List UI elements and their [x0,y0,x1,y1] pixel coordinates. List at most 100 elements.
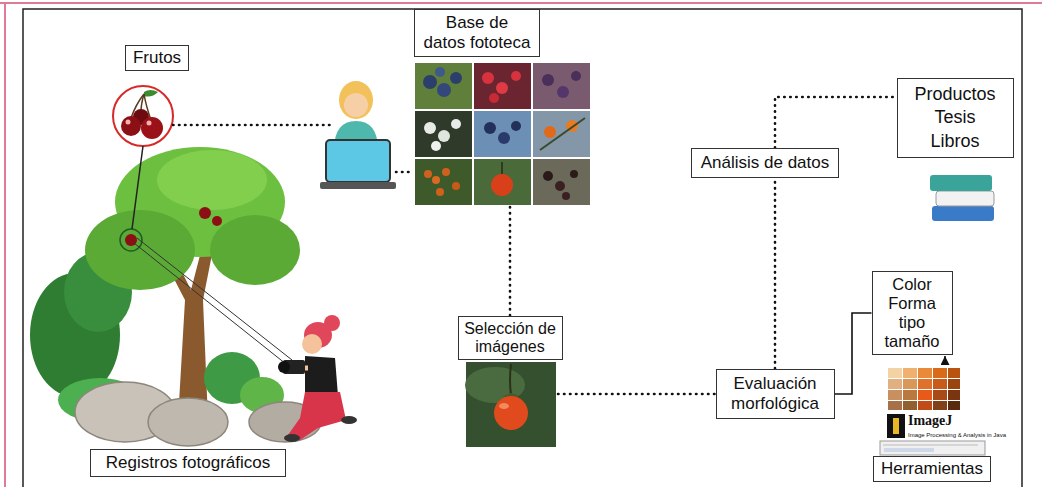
photo-grid-part [562,192,570,200]
color-palette-part [948,401,960,410]
node-text: Selección de imágenes [464,320,557,357]
photo-grid-part [415,159,472,205]
color-palette-part [933,390,947,400]
color-palette-part [918,390,932,400]
selected-photo-part [466,362,556,447]
imagej-icon-part [893,418,899,434]
photo-grid-part [431,141,441,151]
photo-grid-part [533,111,590,157]
tree-scene-part [212,216,222,226]
color-palette-part [933,368,947,378]
laptop-user [320,81,396,189]
software-screenshot-part [884,448,934,452]
selected-photo-part [494,396,528,430]
connector [775,97,897,148]
node-text: Herramientas [880,459,984,479]
frame-part [0,2,1042,4]
selected-photo [465,362,556,447]
color-palette-part [903,368,917,378]
color-palette-part [918,368,932,378]
frame-part [4,3,6,487]
color-palette-part [903,390,917,400]
logo-text: ImageJ [908,413,952,428]
process-box: Herramientas [873,456,991,482]
photo-grid-part [571,71,581,81]
photo-grid-part [496,82,508,94]
photo-grid-part [437,83,451,97]
color-palette-part [888,379,902,389]
photo-grid-part [474,159,531,205]
photo-grid-part [450,72,462,84]
photo-grid-part [543,171,553,181]
cherry-icon-part [141,117,163,139]
photo-grid [415,63,590,205]
photo-grid-part [415,111,472,157]
process-box: Análisis de datos [691,148,839,178]
tree-scene-part [134,243,286,364]
photo-grid-part [442,168,450,176]
tree-scene-part [120,229,142,251]
color-palette-part [948,390,960,400]
photographer-figure-part [341,416,357,424]
process-box: Selección de imágenes [458,316,563,361]
photo-grid-part [415,63,472,109]
selected-photo-part [510,364,511,395]
color-palette-part [948,368,960,378]
process-box: Base de datos fototeca [414,9,540,58]
tree-scene-part [210,215,300,285]
photographer-figure [278,315,357,442]
color-palette-part [918,401,932,410]
photo-grid-part [501,162,503,174]
photo-grid-part [555,181,565,191]
photo-grid-part [511,71,521,81]
photographer-figure-part [305,356,338,396]
color-palette [888,368,960,410]
books-icon-part [930,175,992,191]
photo-grid-part [436,188,444,196]
connector [509,207,512,316]
books-icon-part [936,191,994,206]
cherry-icon-part [147,121,152,126]
laptop-user-part [344,93,368,117]
frame-part [23,9,1022,487]
color-palette-part [888,368,902,378]
cherry-icon-part [113,86,173,146]
photographer-figure-part [284,434,300,442]
laptop-user-part [339,81,373,119]
connector [835,313,872,394]
color-palette-part [933,401,947,410]
photo-grid-part [491,174,513,196]
connector [944,356,946,364]
photo-grid-part [482,72,494,84]
color-palette-part [888,401,902,410]
photo-grid-part [570,170,578,178]
process-box: Registros fotográficos [90,449,286,477]
photo-grid-part [498,132,510,144]
color-palette-part [948,379,960,389]
node-text: Evaluación morfológica [731,374,820,415]
tree-scene-part [132,146,143,229]
photo-grid-part [484,122,496,134]
photographer-figure-part [278,361,290,373]
tree-scene [30,146,321,446]
cherry-icon-part [121,116,141,136]
tree-scene-part [199,207,211,219]
cherry-icon [113,86,173,146]
photo-grid-part [533,63,590,109]
software-screenshot [880,441,985,455]
imagej-icon-part [887,414,905,438]
books-icon-part [932,206,994,221]
process-box: Evaluación morfológica [716,369,835,420]
photo-grid-part [435,67,445,77]
photo-grid-part [511,121,521,131]
photographer-figure-part [302,334,322,354]
color-palette-part [918,379,932,389]
connector [774,178,777,368]
tree-scene-part [137,238,292,360]
process-box: Productos Tesis Libros [897,78,1014,158]
laptop-user-part [326,140,390,182]
imagej-icon [887,414,905,438]
logo-text: Image Processing & Analysis in Java [908,432,1006,439]
